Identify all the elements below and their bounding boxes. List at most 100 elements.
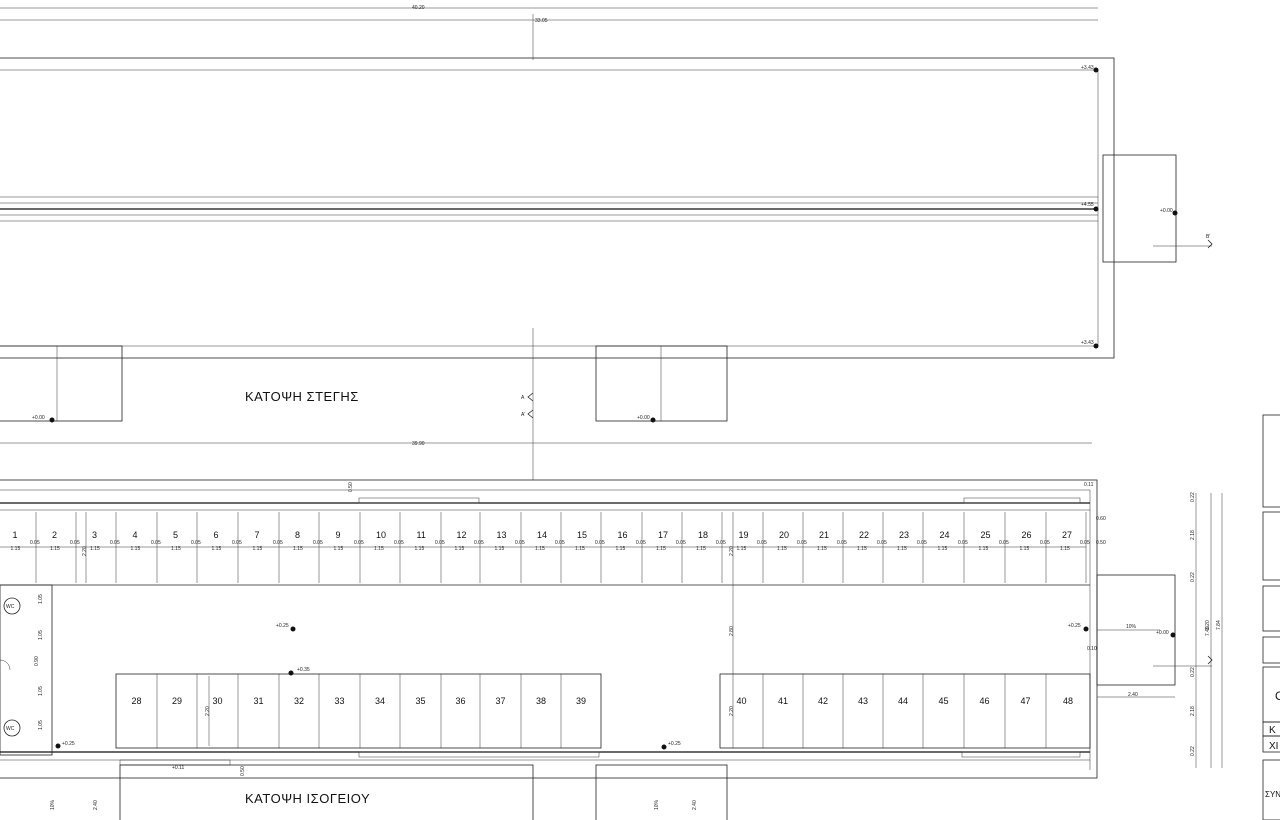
- roof-level-marker-ridge: [1093, 206, 1099, 212]
- svg-text:Ο: Ο: [1275, 689, 1280, 703]
- roof-base-marker-mid: [650, 417, 656, 423]
- stall-width-dim: 1.15: [575, 546, 585, 552]
- section-a-label: A: [521, 395, 525, 401]
- stall-width-dim: 1.15: [212, 546, 222, 552]
- partition-dim: 0.05: [435, 540, 445, 546]
- svg-text:1.05: 1.05: [38, 594, 44, 604]
- stall-number: 10: [376, 530, 386, 540]
- stall-number: 31: [254, 696, 264, 706]
- partition-dim: 0.05: [70, 540, 80, 546]
- stall-width-dim: 1.15: [938, 546, 948, 552]
- upper-window-2: [963, 497, 1081, 504]
- stall-number: 43: [858, 696, 868, 706]
- svg-text:0.90: 0.90: [34, 656, 40, 666]
- stall-number: 48: [1063, 696, 1073, 706]
- partition-dim: 0.05: [273, 540, 283, 546]
- stall-number: 21: [819, 530, 829, 540]
- partition-dim: 0.05: [797, 540, 807, 546]
- upper-window-1: [358, 497, 480, 504]
- partition-dim: 0.05: [917, 540, 927, 546]
- side-dim: 0.22: [1190, 572, 1196, 582]
- roof-plan-title: ΚΑΤΟΨΗ ΣΤΕΓΗΣ: [245, 389, 359, 404]
- svg-text:+0.25: +0.25: [668, 741, 681, 747]
- upper-stall-row: 11.150.0521.150.0531.150.0541.150.0551.1…: [0, 512, 1090, 583]
- svg-text:0.11: 0.11: [1084, 482, 1094, 488]
- wc-fixture-upper: [3, 597, 21, 615]
- lower-stall-row-left: [115, 673, 602, 749]
- partition-dim: 0.05: [958, 540, 968, 546]
- stall-number: 40: [737, 696, 747, 706]
- section-a-marker: [527, 392, 534, 402]
- stall-number: 29: [172, 696, 182, 706]
- stall-number: 34: [375, 696, 385, 706]
- wc-fixture-lower: [3, 719, 21, 737]
- svg-text:10%: 10%: [50, 799, 56, 810]
- side-dim: 7.40: [1205, 626, 1211, 636]
- stall-number: 17: [658, 530, 668, 540]
- stall-number: 38: [536, 696, 546, 706]
- svg-text:+0.11: +0.11: [172, 765, 184, 771]
- lower-extension-mid: [595, 764, 728, 820]
- partition-dim: 0.05: [191, 540, 201, 546]
- stall-number: 12: [457, 530, 467, 540]
- svg-text:+0.25: +0.25: [62, 741, 75, 747]
- stall-number: 32: [294, 696, 304, 706]
- partition-dim: 0.05: [1040, 540, 1050, 546]
- roof-base-marker-left: [49, 417, 55, 423]
- stall-width-dim: 1.15: [1060, 546, 1070, 552]
- stall-number: 22: [859, 530, 869, 540]
- partition-dim: 0.05: [636, 540, 646, 546]
- roof-side-annex: [1102, 154, 1177, 263]
- stall-number: 18: [698, 530, 708, 540]
- partition-dim: 0.05: [1080, 540, 1090, 546]
- partition-dim: 0.05: [30, 540, 40, 546]
- stall-width-dim: 1.15: [696, 546, 706, 552]
- svg-text:0.50: 0.50: [240, 766, 246, 776]
- svg-text:2.40: 2.40: [93, 800, 99, 810]
- stall-number: 3: [92, 530, 97, 540]
- svg-text:10%: 10%: [1126, 624, 1137, 630]
- stall-number: 13: [497, 530, 507, 540]
- stall-width-dim: 1.15: [656, 546, 666, 552]
- stall-number: 25: [981, 530, 991, 540]
- stall-width-dim: 1.15: [737, 546, 747, 552]
- side-dim: 0.22: [1190, 492, 1196, 502]
- roof-base-left: +0.00: [32, 415, 45, 421]
- stall-number: 5: [173, 530, 178, 540]
- svg-text:1.05: 1.05: [38, 630, 44, 640]
- svg-text:2.40: 2.40: [692, 800, 698, 810]
- stall-width-dim: 1.15: [1020, 546, 1030, 552]
- lower-stall-row-right: [719, 673, 1091, 749]
- stall-width-dim: 1.15: [50, 546, 60, 552]
- stall-number: 33: [335, 696, 345, 706]
- stall-number: 4: [133, 530, 138, 540]
- lower-window-3: [961, 751, 1081, 758]
- stall-number: 41: [778, 696, 788, 706]
- stall-width-dim: 1.15: [334, 546, 344, 552]
- svg-text:2.20: 2.20: [82, 546, 88, 556]
- stall-number: 44: [898, 696, 908, 706]
- stall-number: 28: [132, 696, 142, 706]
- stall-width-dim: 1.15: [857, 546, 867, 552]
- stall-number: 1: [13, 530, 18, 540]
- svg-text:+0.00: +0.00: [1156, 630, 1169, 636]
- partition-dim: 0.05: [757, 540, 767, 546]
- stall-number: 42: [818, 696, 828, 706]
- stall-number: 8: [295, 530, 300, 540]
- roof-level-marker-top: [1093, 67, 1099, 73]
- upper-stall-depth: 2.20: [729, 546, 735, 556]
- roof-base-dim: 39.90: [412, 441, 425, 447]
- side-dim: 2.18: [1190, 530, 1196, 540]
- partition-dim: 0.05: [232, 540, 242, 546]
- svg-text:1.05: 1.05: [38, 686, 44, 696]
- stall-width-dim: 1.15: [455, 546, 465, 552]
- section-b-marker-lower: [1207, 655, 1213, 665]
- svg-text:0.10: 0.10: [1087, 646, 1097, 652]
- partition-dim: 0.05: [555, 540, 565, 546]
- stall-number: 30: [213, 696, 223, 706]
- partition-dim: 0.05: [595, 540, 605, 546]
- roof-level-ridge: +4.55: [1081, 202, 1094, 208]
- level-marker-left: [55, 743, 61, 749]
- partition-dim: 0.05: [394, 540, 404, 546]
- ground-plan-title: ΚΑΤΟΨΗ ΙΣΟΓΕΙΟΥ: [245, 791, 370, 806]
